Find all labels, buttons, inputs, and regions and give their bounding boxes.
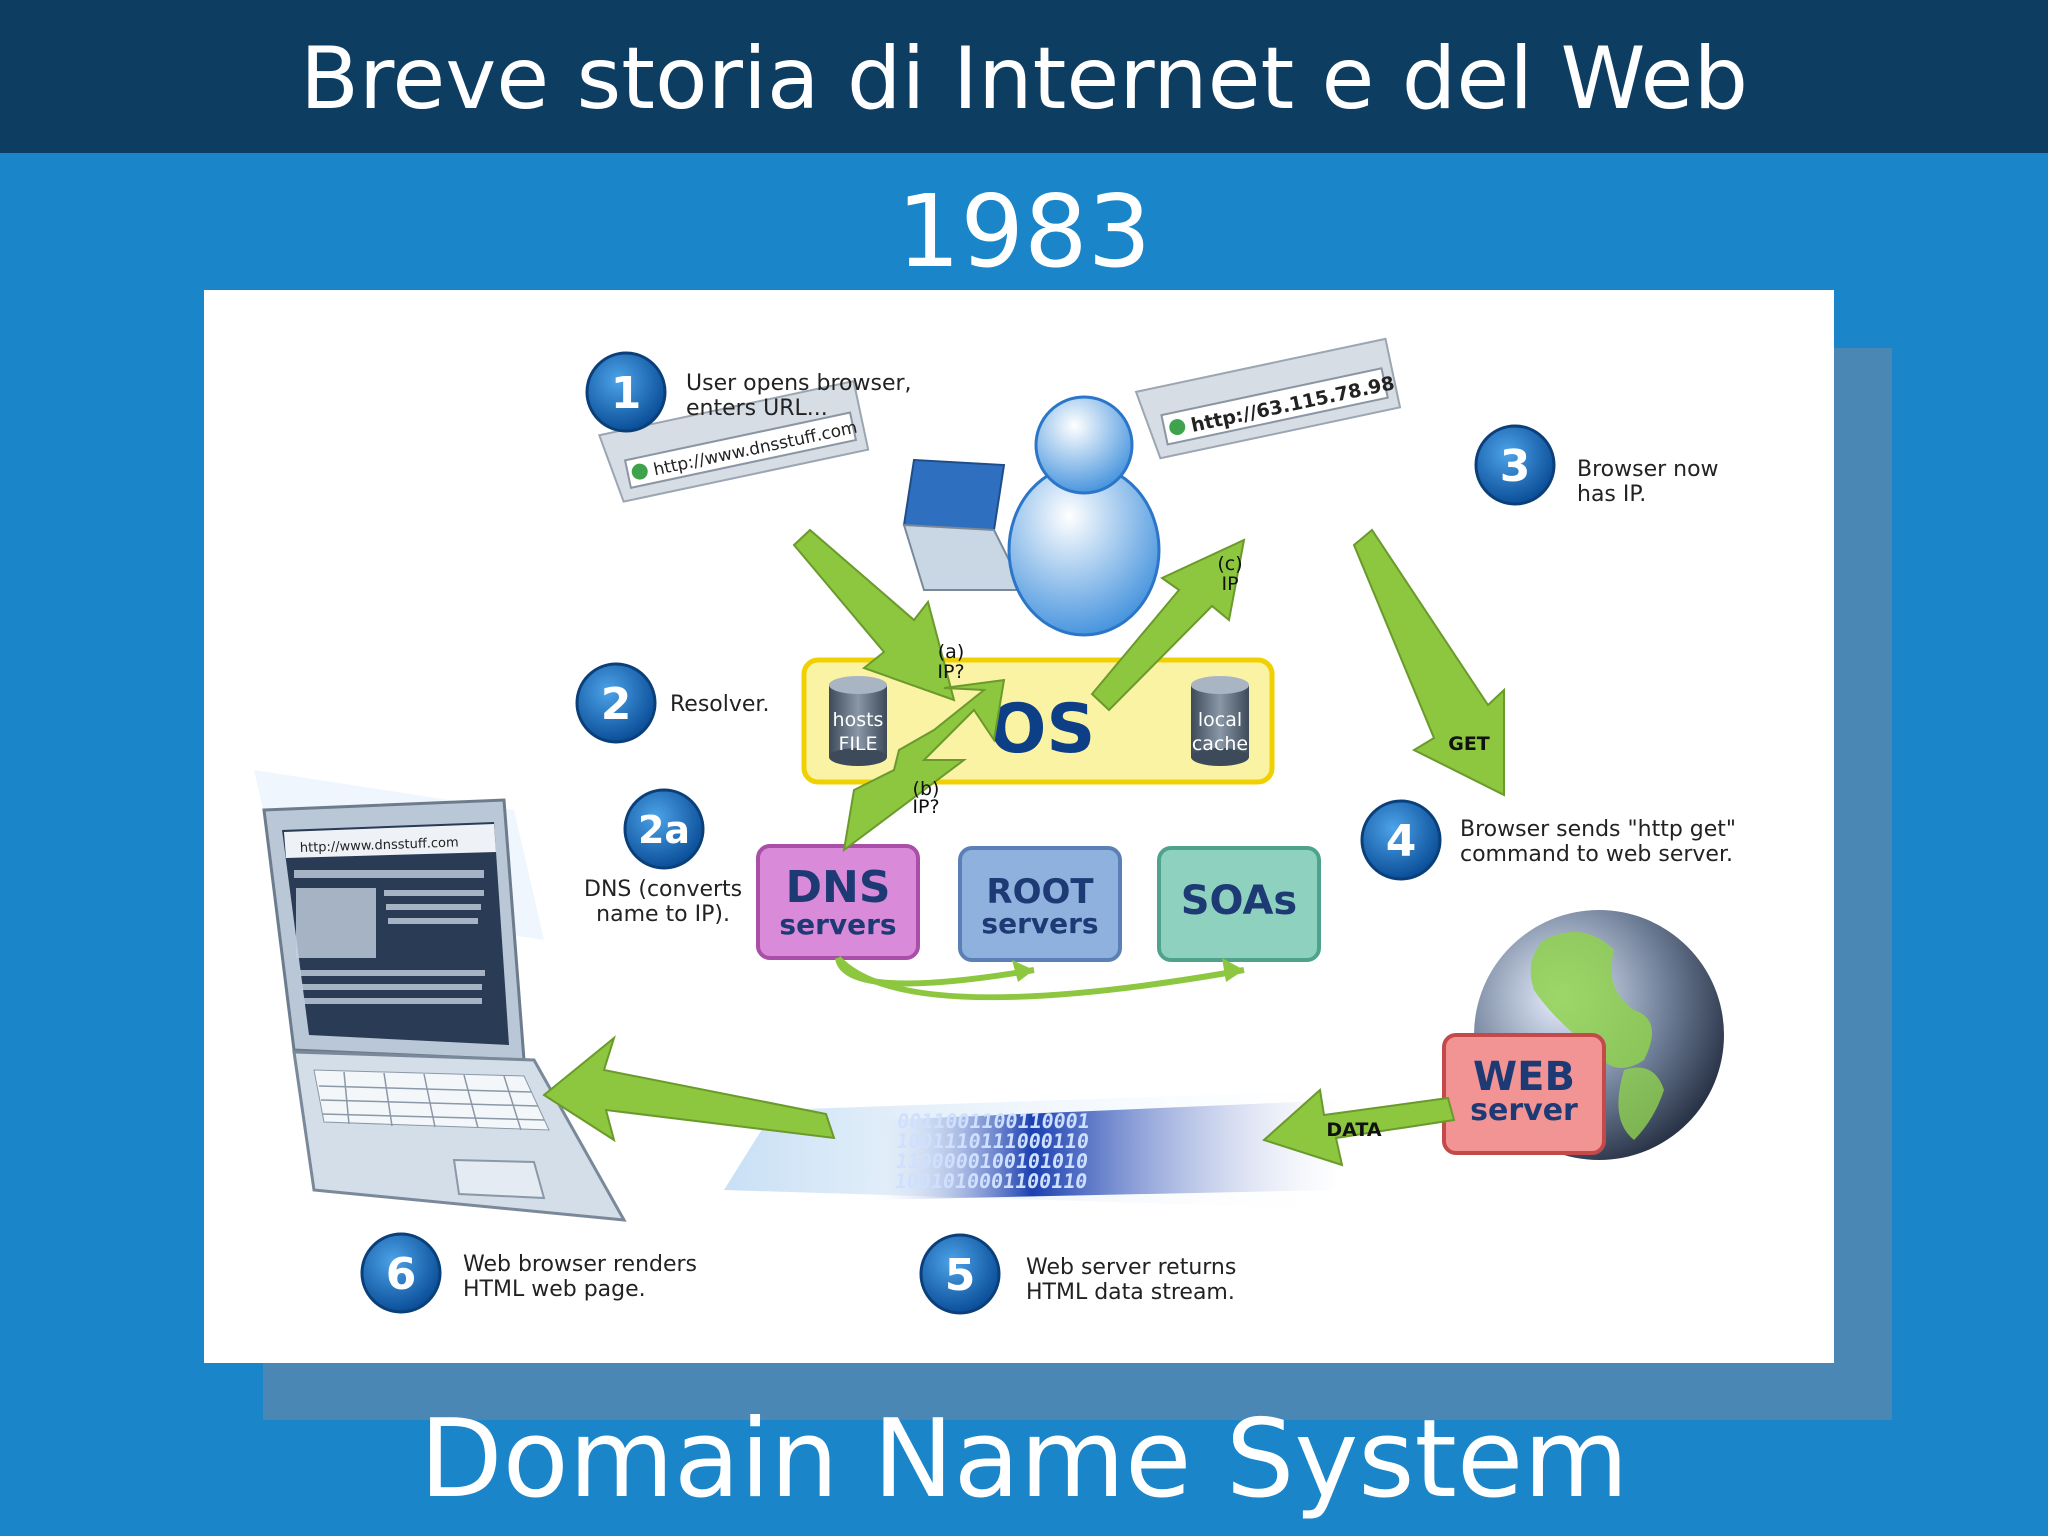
slide-caption: Domain Name System [419,1397,1629,1522]
title-bar [0,0,2048,153]
root-label: ROOT [986,872,1094,912]
binary-row: 1001110111000110 [895,1129,1091,1153]
svg-text:6: 6 [386,1249,417,1300]
svg-text:5: 5 [945,1250,976,1301]
arrow-c-label: IP [1221,573,1238,595]
binary-data-stream: 0011001100110001 1001110111000110 110000… [724,1090,1374,1210]
hosts-file-cylinder: hosts FILE [829,676,887,766]
step-1-caption: User opens browser, enters URL... [686,371,912,421]
binary-row: 1001010001100110 [893,1169,1089,1193]
soas-box: SOAs [1157,846,1321,962]
svg-text:3: 3 [1500,441,1531,492]
arrow-data [1262,1088,1456,1167]
user-computer-illustration [902,395,1161,637]
laptop-url-text: http://www.dnsstuff.com [300,835,459,856]
hosts-label: hosts [833,709,884,731]
web-server-label: server [1470,1093,1578,1128]
step-badge-3: 3 [1474,424,1556,506]
arrow-b [842,678,1006,853]
web-label: WEB [1473,1054,1575,1100]
step-6-caption: Web browser renders HTML web page. [463,1252,698,1302]
url-bar-ip: http://63.115.78.98 [1134,337,1402,460]
dns-servers-box: DNS servers [756,844,920,960]
svg-text:4: 4 [1386,816,1417,867]
web-server-box: WEB server [1442,1033,1606,1155]
dns-query-curves [835,955,1245,1001]
curve-arrowhead [1012,960,1034,982]
svg-text:1: 1 [611,368,642,419]
soas-label: SOAs [1181,878,1298,924]
step-badge-5: 5 [919,1233,1001,1315]
dns-servers-label: servers [779,908,896,941]
arrow-a [792,528,956,702]
step-badge-1: 1 [585,351,667,433]
step-badge-6: 6 [360,1232,442,1314]
binary-row: 1100000100101010 [894,1149,1090,1173]
arrow-a-label: IP? [937,661,964,683]
step-4-caption: Browser sends "http get" command to web … [1460,817,1737,867]
curve-arrowhead [1222,958,1244,982]
slide-title: Breve storia di Internet e del Web [299,29,1749,129]
os-label: OS [989,690,1096,769]
file-label: FILE [838,733,877,755]
data-label: DATA [1326,1119,1381,1141]
arrow-render [542,1035,836,1143]
get-label: GET [1448,733,1490,755]
step-badge-4: 4 [1360,799,1442,881]
cache-label: cache [1192,733,1248,755]
local-label: local [1198,709,1242,731]
slide-year: 1983 [896,173,1152,290]
root-servers-label: servers [981,907,1098,940]
url-bar-domain: http://www.dnsstuff.com [597,379,870,503]
svg-text:2a: 2a [638,808,690,852]
step-badge-2: 2 [575,662,657,744]
laptop-illustration: http://www.dnsstuff.com [254,770,627,1222]
step-2-caption: Resolver. [670,692,770,717]
arrow-c [1090,538,1246,712]
step-3-caption: Browser now has IP. [1577,457,1719,507]
svg-text:2: 2 [601,679,632,730]
arrow-b-label: IP? [912,796,939,818]
arrow-a-label: (a) [938,641,964,663]
dns-label: DNS [785,862,890,913]
step-2a-caption: DNS (converts name to IP). [584,877,743,927]
step-5-caption: Web server returns HTML data stream. [1026,1255,1237,1305]
dns-diagram: 0011001100110001 1001110111000110 110000… [204,290,1834,1363]
arrow-get [1352,528,1505,797]
arrow-b-label: (b) [913,778,940,800]
binary-row: 0011001100110001 [896,1109,1092,1133]
step-badge-2a: 2a [623,788,705,870]
arrow-c-label: (c) [1217,553,1242,575]
local-cache-cylinder: local cache [1191,676,1249,766]
root-servers-box: ROOT servers [958,846,1122,962]
os-box: OS hosts FILE local cache [801,657,1275,785]
